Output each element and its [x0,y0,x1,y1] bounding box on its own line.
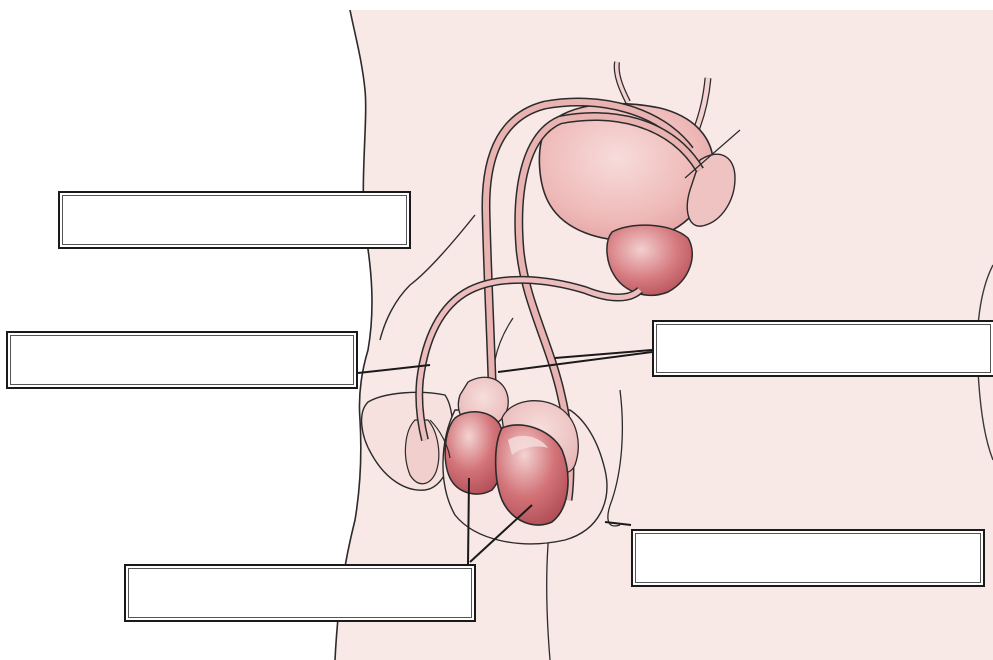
label-box-1[interactable] [58,191,411,249]
leader-line-label-5a [468,478,469,564]
label-box-4[interactable] [631,529,985,587]
label-box-2[interactable] [6,331,358,389]
label-box-3[interactable] [652,320,993,377]
label-box-5[interactable] [124,564,476,622]
